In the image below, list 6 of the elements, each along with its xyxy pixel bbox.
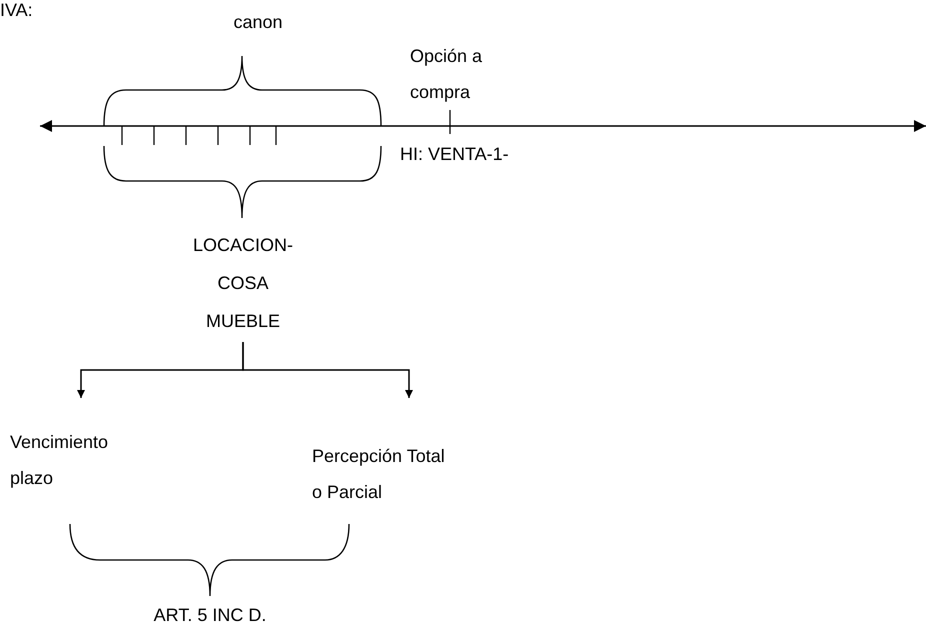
text-label: ART. 5 INC D. (152, 604, 268, 627)
text-label: canon (232, 11, 284, 34)
text-label: HI: VENTA-1- (400, 143, 510, 166)
arrow (242, 342, 413, 398)
text-label: IVA: (0, 0, 33, 20)
text-label: Opción a compra (410, 45, 484, 104)
